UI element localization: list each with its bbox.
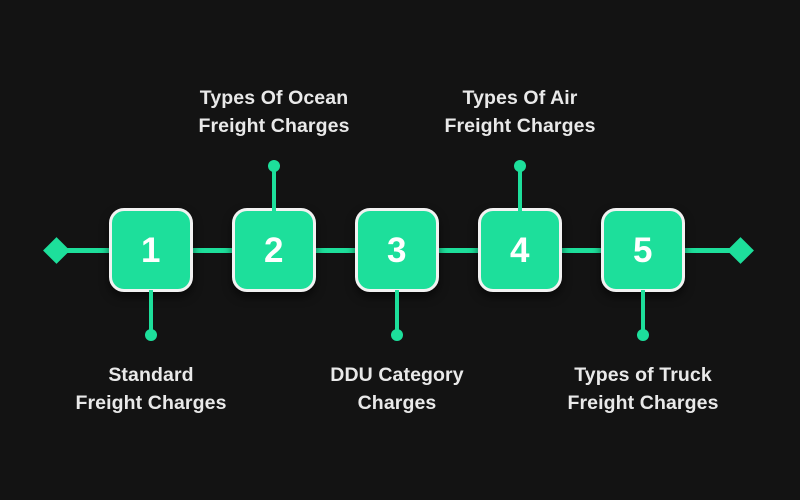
caption-line: Freight Charges — [198, 114, 350, 137]
caption-line: Types of Truck — [574, 364, 712, 386]
caption-line: DDU Category — [330, 364, 464, 386]
caption-line: Types Of Air — [462, 87, 578, 109]
connector-dot-step-2 — [268, 160, 280, 172]
step-number-label: 1 — [141, 230, 161, 270]
caption-line: Freight Charges — [567, 391, 719, 414]
caption-line: Freight Charges — [75, 391, 227, 414]
timeline-step-5[interactable]: 5 — [601, 208, 685, 292]
connector-dot-step-3 — [391, 329, 403, 341]
connector-dot-step-1 — [145, 329, 157, 341]
caption-line: Standard — [108, 364, 194, 386]
timeline-end-diamond-icon — [727, 237, 754, 264]
timeline-step-3[interactable]: 3 — [355, 208, 439, 292]
connector-dot-step-4 — [514, 160, 526, 172]
timeline-step-2[interactable]: 2 — [232, 208, 316, 292]
connector-dot-step-5 — [637, 329, 649, 341]
step-number-label: 5 — [633, 230, 653, 270]
connector-stem-step-5 — [641, 290, 645, 336]
connector-stem-step-3 — [395, 290, 399, 336]
step-number-label: 2 — [264, 230, 284, 270]
connector-stem-step-1 — [149, 290, 153, 336]
step-number-label: 4 — [510, 230, 530, 270]
connector-stem-step-4 — [518, 166, 522, 212]
timeline-step-1[interactable]: 1 — [109, 208, 193, 292]
caption-line: Charges — [357, 391, 437, 414]
timeline-start-diamond-icon — [43, 237, 70, 264]
caption-line: Types Of Ocean — [199, 87, 349, 109]
step-number-label: 3 — [387, 230, 407, 270]
timeline-step-4[interactable]: 4 — [478, 208, 562, 292]
connector-stem-step-2 — [272, 166, 276, 212]
caption-line: Freight Charges — [444, 114, 596, 137]
